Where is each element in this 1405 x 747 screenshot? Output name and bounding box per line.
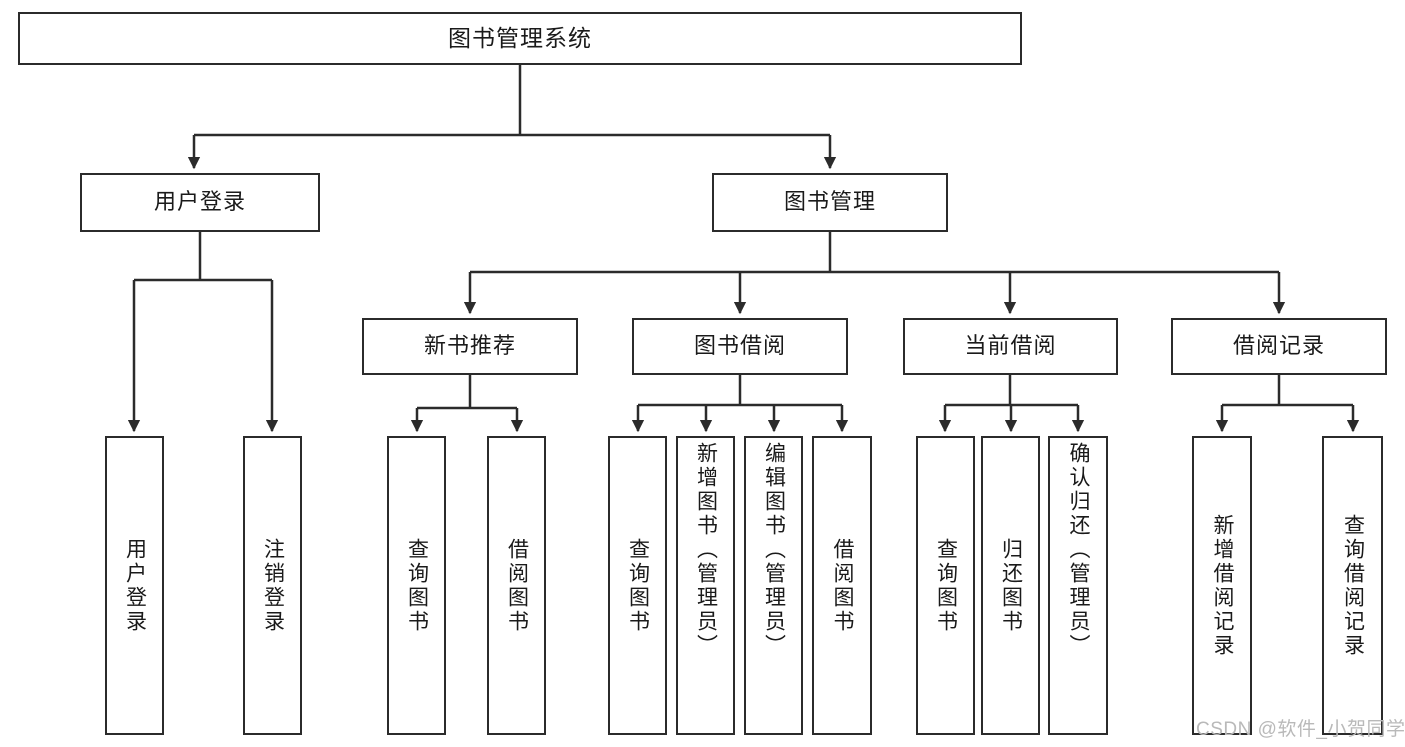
node-user-login-label: 用户登录 <box>153 189 246 215</box>
node-leaf-borrow-book-label: 借阅图书 <box>831 537 855 634</box>
node-leaf-user-logout[interactable]: 注销登录 <box>243 436 302 735</box>
node-leaf-user-logout-label: 注销登录 <box>261 537 285 634</box>
node-book-manage-label: 图书管理 <box>783 189 876 215</box>
node-book-borrow-label: 图书借阅 <box>693 333 786 359</box>
node-book-borrow[interactable]: 图书借阅 <box>632 318 848 375</box>
watermark-text: CSDN @软件_小贺同学 <box>1196 719 1405 740</box>
node-leaf-query-book-rec-label: 查询图书 <box>405 537 429 634</box>
node-leaf-edit-book-admin-label: 编辑图书（管理员） <box>762 442 786 658</box>
node-borrow-record-label: 借阅记录 <box>1232 333 1325 359</box>
node-leaf-add-book-admin[interactable]: 新增图书（管理员） <box>676 436 735 735</box>
node-leaf-query-book-borrow[interactable]: 查询图书 <box>608 436 667 735</box>
node-leaf-confirm-return-admin-label: 确认归还（管理员） <box>1067 442 1091 658</box>
node-leaf-add-borrow-record[interactable]: 新增借阅记录 <box>1192 436 1252 735</box>
node-root-label: 图书管理系统 <box>448 24 592 51</box>
node-new-book-recommend[interactable]: 新书推荐 <box>362 318 578 375</box>
node-leaf-query-book-current-label: 查询图书 <box>934 537 958 634</box>
node-leaf-return-book[interactable]: 归还图书 <box>981 436 1040 735</box>
node-current-borrow[interactable]: 当前借阅 <box>903 318 1118 375</box>
node-leaf-add-borrow-record-label: 新增借阅记录 <box>1211 513 1235 658</box>
node-leaf-borrow-book-rec[interactable]: 借阅图书 <box>487 436 546 735</box>
node-leaf-add-book-admin-label: 新增图书（管理员） <box>694 442 718 658</box>
node-leaf-query-book-current[interactable]: 查询图书 <box>916 436 975 735</box>
node-leaf-query-book-rec[interactable]: 查询图书 <box>387 436 446 735</box>
node-leaf-query-book-borrow-label: 查询图书 <box>626 537 650 634</box>
watermark: CSDN @软件_小贺同学 <box>1196 714 1405 741</box>
node-leaf-return-book-label: 归还图书 <box>999 537 1023 634</box>
node-leaf-borrow-book-rec-label: 借阅图书 <box>505 537 529 634</box>
node-leaf-query-borrow-record-label: 查询借阅记录 <box>1341 513 1365 658</box>
node-current-borrow-label: 当前借阅 <box>964 333 1057 359</box>
node-leaf-query-borrow-record[interactable]: 查询借阅记录 <box>1322 436 1383 735</box>
node-leaf-edit-book-admin[interactable]: 编辑图书（管理员） <box>744 436 803 735</box>
node-root[interactable]: 图书管理系统 <box>18 12 1022 65</box>
node-borrow-record[interactable]: 借阅记录 <box>1171 318 1387 375</box>
node-new-book-recommend-label: 新书推荐 <box>423 333 516 359</box>
node-leaf-user-login-label: 用户登录 <box>123 537 147 634</box>
node-book-manage[interactable]: 图书管理 <box>712 173 948 232</box>
node-user-login[interactable]: 用户登录 <box>80 173 320 232</box>
node-leaf-confirm-return-admin[interactable]: 确认归还（管理员） <box>1048 436 1108 735</box>
node-leaf-user-login[interactable]: 用户登录 <box>105 436 164 735</box>
node-leaf-borrow-book[interactable]: 借阅图书 <box>812 436 872 735</box>
